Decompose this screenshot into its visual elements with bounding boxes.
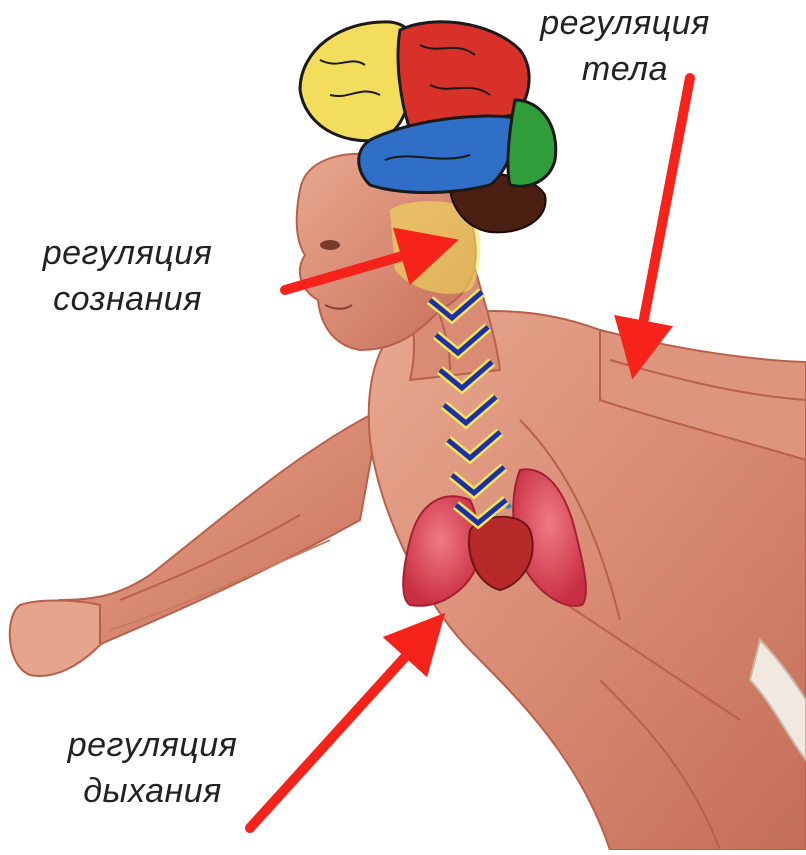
label-body-regulation: регуляция тела [520, 0, 730, 92]
label-body-line1: регуляция [520, 0, 730, 46]
arrow-body [638, 78, 690, 350]
eye [320, 240, 340, 250]
label-breathing-line2: дыхания [45, 768, 260, 814]
label-breathing-regulation: регуляция дыхания [45, 722, 260, 814]
arrow-breathing [250, 635, 425, 828]
brain-occipital-lobe [508, 100, 556, 186]
label-breathing-line1: регуляция [45, 722, 260, 768]
brain-parietal-lobe [398, 22, 529, 130]
label-consciousness-line1: регуляция [20, 230, 235, 276]
label-consciousness-line2: сознания [20, 276, 235, 322]
label-consciousness-regulation: регуляция сознания [20, 230, 235, 322]
label-body-line2: тела [520, 46, 730, 92]
fist [10, 600, 100, 675]
